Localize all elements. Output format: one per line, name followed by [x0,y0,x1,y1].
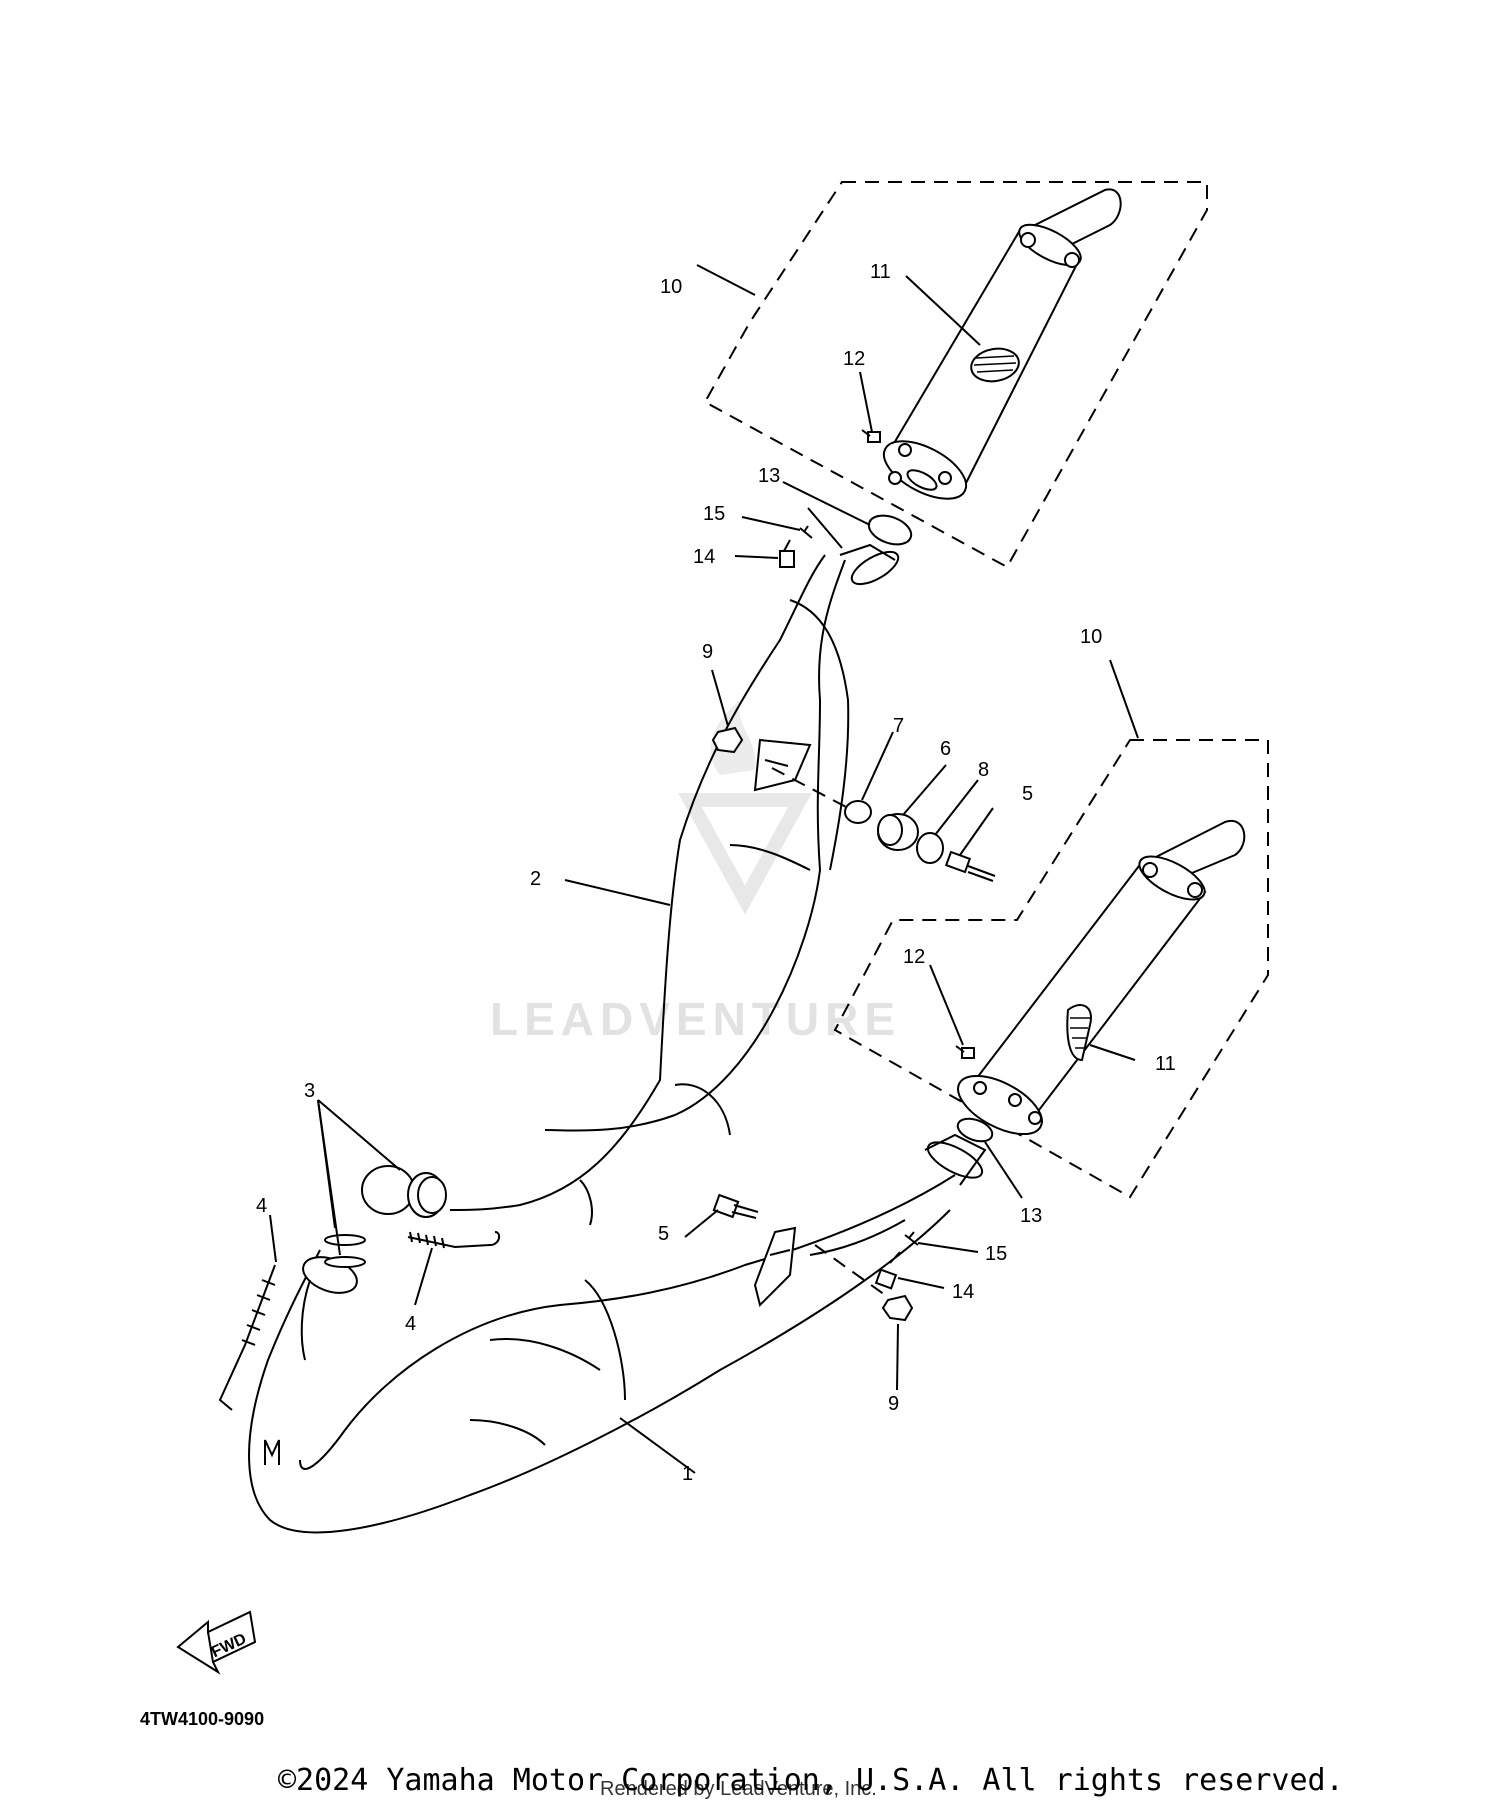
label-plate-upper [970,347,1020,383]
nut-9-lower [881,1294,914,1322]
callout-2: 2 [530,868,541,890]
exhaust-pipe-1 [248,1133,987,1534]
callout-12-upper: 12 [843,348,865,370]
gasket-13-lower [956,1117,994,1143]
callout-1: 1 [682,1463,693,1485]
gasket-13-upper [867,514,913,546]
collar-7 [844,800,872,824]
spring-15-upper [799,525,813,539]
callout-13-upper: 13 [758,465,780,487]
rendered-by-text: Rendered by LeadVenture, Inc. [600,1778,877,1800]
bracket-lower [753,1226,797,1307]
muffler-upper [882,188,1122,500]
washer-8 [916,832,944,864]
muffler-box-lower [833,739,1269,1199]
callout-9-upper: 9 [702,641,713,663]
gasket-set-3 [324,1165,447,1268]
watermark-text: LEADVENTURE [490,993,901,1045]
callout-5-lower: 5 [658,1223,669,1245]
callout-4-left: 4 [256,1195,267,1217]
bolt-5-upper [944,850,996,882]
leadventure-watermark: LEADVENTURE [490,700,901,1045]
callout-4-right: 4 [405,1313,416,1335]
exhaust-pipe-2 [449,543,900,1226]
callout-13-lower: 13 [1020,1205,1042,1227]
bracket-upper [753,738,812,792]
screw-12-upper [861,429,881,443]
spring-4-upper [407,1231,501,1249]
callout-6: 6 [940,738,951,760]
spring-15-lower [904,1231,919,1246]
callout-14-lower: 14 [952,1281,974,1303]
callout-10-lower: 10 [1080,626,1102,648]
leader-lines [269,264,1139,1474]
callout-15-lower: 15 [985,1243,1007,1265]
fwd-arrow-icon: FWD [176,1610,257,1675]
callout-labels: 1 2 3 4 4 5 5 6 7 8 9 9 10 10 11 11 12 1… [256,261,1176,1485]
muffler-lower [957,819,1246,1137]
callout-7: 7 [893,715,904,737]
callout-10-upper: 10 [660,276,682,298]
bolt-14-lower [874,1251,901,1290]
callout-15-upper: 15 [703,503,725,525]
bolt-5-lower [712,1193,759,1219]
screw-12-lower [955,1045,975,1059]
callout-3: 3 [304,1080,315,1102]
mount-centerline-lower [814,1244,886,1296]
spring-4-lower [218,1264,276,1411]
callout-12-lower: 12 [903,946,925,968]
label-plate-lower [1066,1004,1092,1062]
callout-5-upper: 5 [1022,783,1033,805]
callout-11-upper: 11 [870,261,891,283]
callout-9-lower: 9 [888,1393,899,1415]
callout-8: 8 [978,759,989,781]
mount-centerline-upper [771,767,849,809]
diagram-code: 4TW4100-9090 [140,1709,264,1729]
copyright-text: ©2024 Yamaha Motor Corporation, U.S.A. A… [278,1763,1344,1798]
callout-11-lower: 11 [1155,1053,1176,1075]
damper-6 [877,813,919,851]
callout-14-upper: 14 [693,546,715,568]
nut-9-upper [711,726,744,754]
bolt-14-upper [779,539,795,568]
